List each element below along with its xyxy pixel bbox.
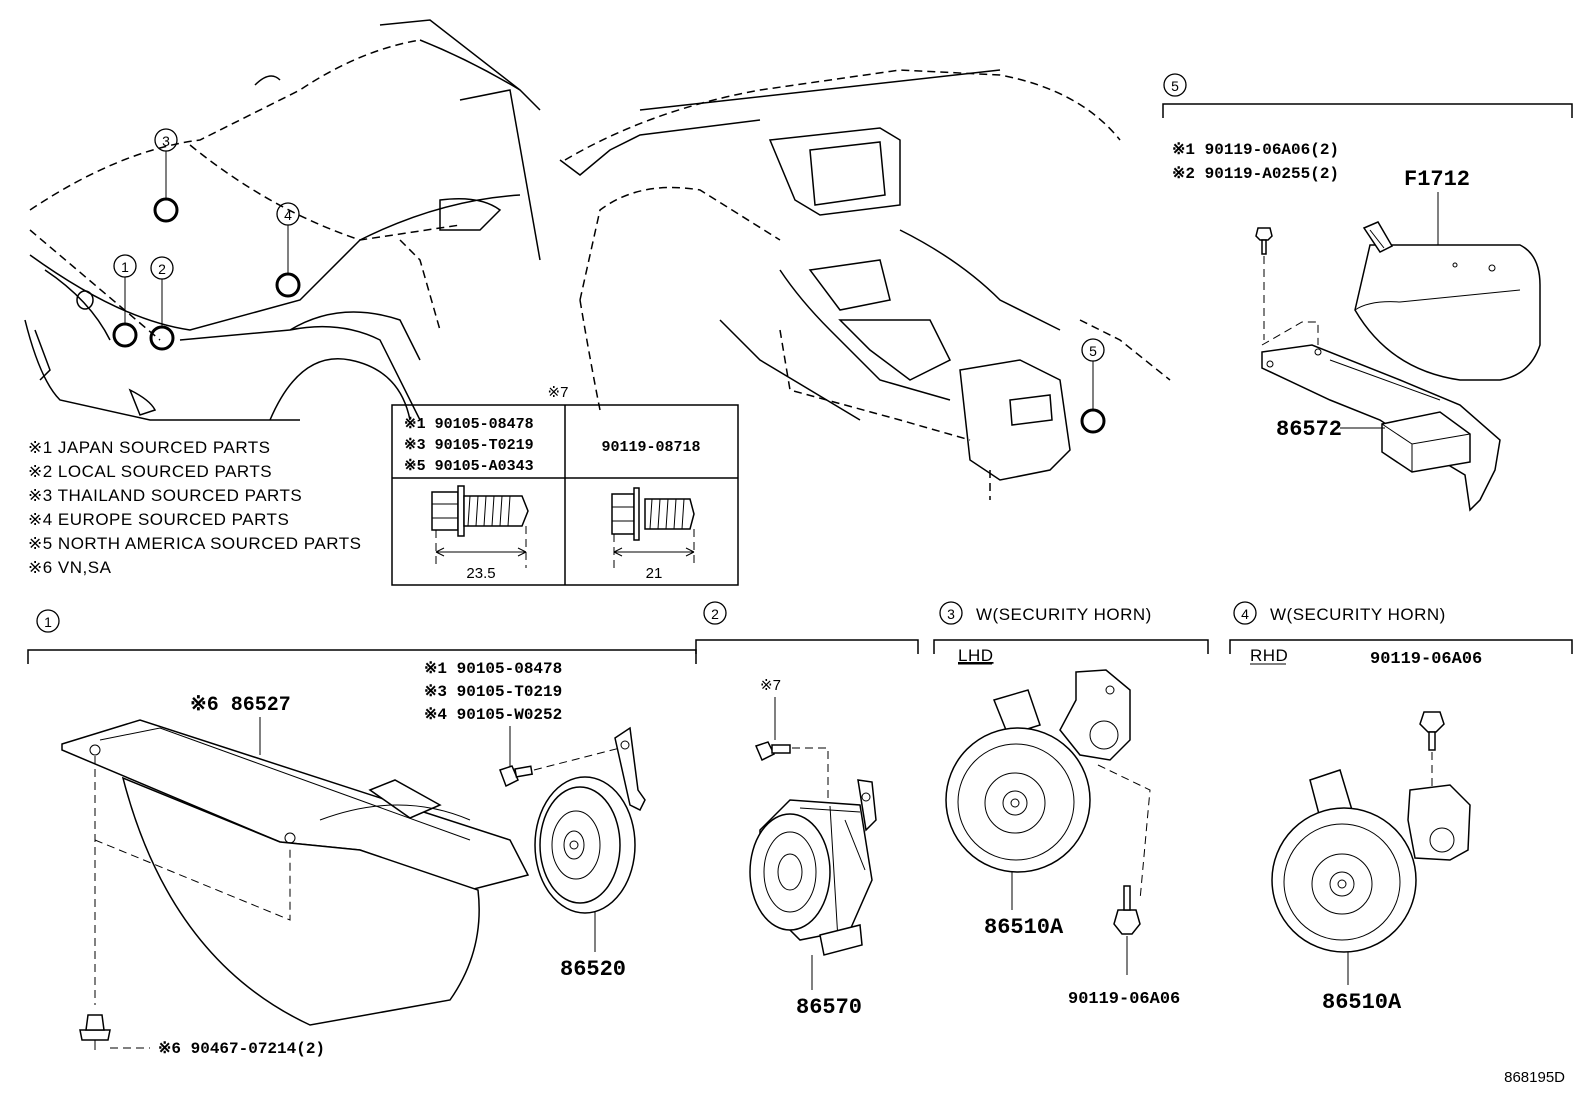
- legend-item: ※3 THAILAND SOURCED PARTS: [28, 486, 302, 505]
- clip: [79, 1014, 111, 1050]
- group-4-label: 4: [1241, 606, 1249, 622]
- bracket-part-number: 86572: [1276, 417, 1342, 442]
- bolt-table-part: ※3 90105-T0219: [404, 437, 534, 454]
- horn: [534, 726, 646, 914]
- vehicle-front-illustration: [24, 19, 541, 421]
- bolt-table: ※7 ※1 90105-08478 ※3 90105-T0219 ※5 9010…: [391, 384, 739, 586]
- flange-bolt-long: [431, 485, 529, 568]
- group-5-bolt: ※1 90119-06A06(2): [1172, 141, 1339, 159]
- bolt-rhd: [1419, 711, 1445, 800]
- module-bracket: [1261, 321, 1501, 512]
- legend-item: ※1 JAPAN SOURCED PARTS: [28, 438, 271, 457]
- bolt-lhd-part-number: 90119-06A06: [1068, 990, 1180, 1009]
- control-module: [1354, 221, 1541, 381]
- group-2: 2 ※7 86570: [695, 601, 919, 1020]
- bolt-table-part: ※1 90105-08478: [404, 416, 534, 433]
- callout-5-label: 5: [1089, 343, 1097, 359]
- horn-bolt-option: ※4 90105-W0252: [424, 706, 562, 724]
- bolt-table-part: ※5 90105-A0343: [404, 458, 534, 475]
- callout-2-label: 2: [158, 261, 166, 277]
- callout-1-label: 1: [121, 259, 129, 275]
- legend-item: ※4 EUROPE SOURCED PARTS: [28, 510, 289, 529]
- horn-bolt-option: ※3 90105-T0219: [424, 683, 562, 701]
- security-horn-lhd: [945, 669, 1151, 901]
- engine-under-cover: [61, 719, 530, 1026]
- callout-5-dash: 5: [1080, 338, 1106, 434]
- group-3-sub: LHD: [958, 646, 994, 665]
- group-5-bolt: ※2 90119-A0255(2): [1172, 165, 1339, 183]
- security-horn-rhd: [1271, 769, 1471, 953]
- bolt-length-left: 23.5: [466, 565, 495, 582]
- siren-part-number: 86570: [796, 995, 862, 1020]
- security-siren: [749, 779, 877, 956]
- bolt-table-title: ※7: [548, 384, 569, 401]
- group-2-label: 2: [711, 606, 719, 622]
- group-3-title: W(SECURITY HORN): [976, 605, 1152, 624]
- dashboard-illustration: [559, 69, 1171, 500]
- callout-4: 4: [275, 202, 301, 298]
- clip-part-number: ※6 90467-07214(2): [158, 1040, 325, 1058]
- horn-rhd-part-number: 86510A: [1322, 990, 1402, 1015]
- group-1: 1 ※6 86527 ※1 90105-08478 ※3 90105-T0219…: [27, 609, 697, 1058]
- callout-2: 2: [149, 256, 175, 351]
- module-part-number: F1712: [1404, 167, 1470, 192]
- group-3: 3 W(SECURITY HORN) LHD 86510A 90119-06A0…: [933, 601, 1209, 1009]
- callout-3-label: 3: [162, 133, 170, 149]
- bolt-rhd-part-number: 90119-06A06: [1370, 650, 1482, 669]
- legend-item: ※5 NORTH AMERICA SOURCED PARTS: [28, 534, 361, 553]
- small-bolt: [1255, 227, 1273, 340]
- group-5: 5 ※1 90119-06A06(2) ※2 90119-A0255(2) F1…: [1162, 73, 1573, 512]
- diagram-id: 868195D: [1504, 1069, 1565, 1086]
- group-4: 4 W(SECURITY HORN) RHD 90119-06A06 86510…: [1229, 601, 1573, 1015]
- group-4-sub: RHD: [1250, 646, 1288, 665]
- group-5-label: 5: [1171, 78, 1179, 94]
- group-1-label: 1: [44, 614, 52, 630]
- callout-3: 3: [153, 128, 179, 223]
- horn-bolt-option: ※1 90105-08478: [424, 660, 562, 678]
- horn-part-number: 86520: [560, 957, 626, 982]
- bolt-table-right-part: 90119-08718: [601, 439, 700, 456]
- bolt-lhd: [1113, 885, 1141, 935]
- group-4-title: W(SECURITY HORN): [1270, 605, 1446, 624]
- washer-bolt: [611, 487, 695, 568]
- legend-item: ※6 VN,SA: [28, 558, 112, 577]
- horn-bolt: [499, 747, 621, 788]
- bolt-length-right: 21: [646, 565, 663, 582]
- group-3-label: 3: [947, 606, 955, 622]
- horn-lhd-part-number: 86510A: [984, 915, 1064, 940]
- legend-item: ※2 LOCAL SOURCED PARTS: [28, 462, 272, 481]
- sourcing-legend: ※1 JAPAN SOURCED PARTS ※2 LOCAL SOURCED …: [28, 438, 361, 577]
- callout-4-label: 4: [284, 207, 292, 223]
- callout-1: 1: [112, 254, 138, 348]
- siren-bolt: [754, 741, 829, 800]
- cover-part-number: ※6 86527: [190, 694, 291, 717]
- siren-bolt-note: ※7: [760, 677, 781, 694]
